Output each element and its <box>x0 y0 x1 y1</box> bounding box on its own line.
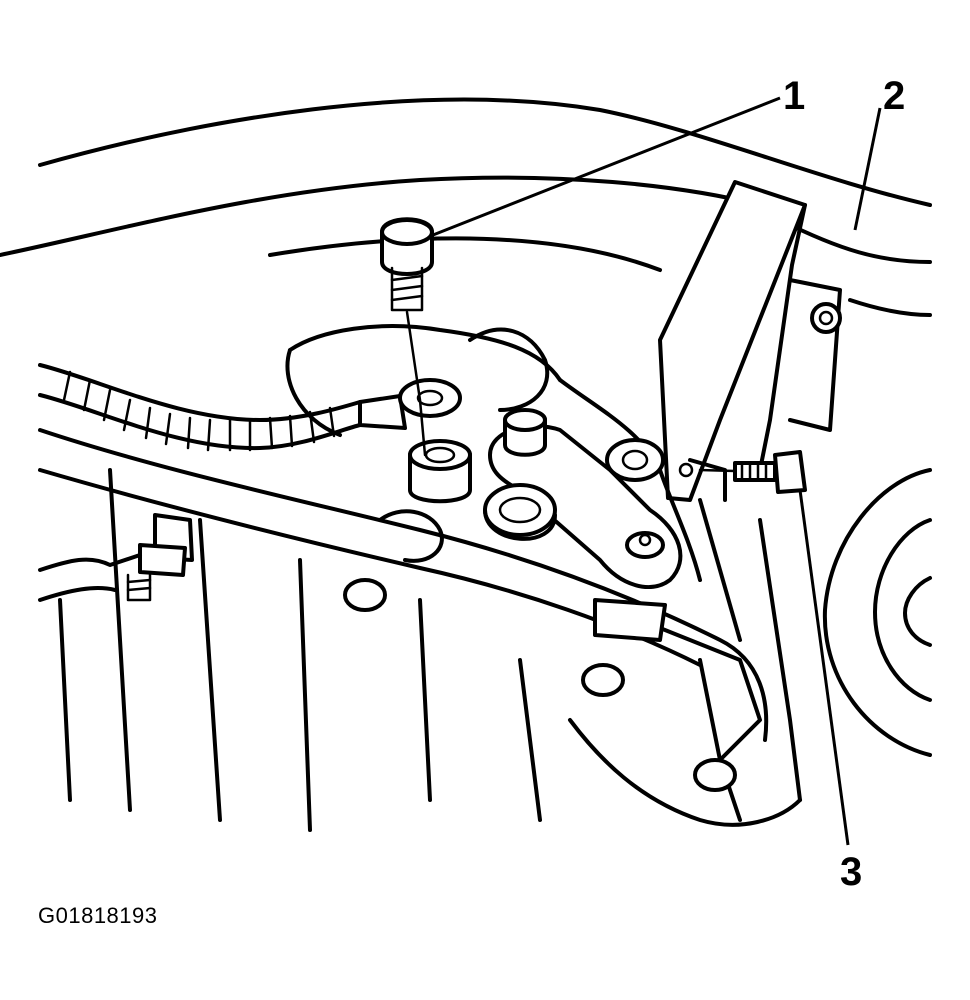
ground-terminal <box>398 378 462 418</box>
figure-id: G01818193 <box>38 903 158 928</box>
bolt-3 <box>698 450 807 494</box>
mount-bracket <box>658 180 842 502</box>
electrical-connector <box>38 513 194 602</box>
bolt-1 <box>380 217 434 457</box>
wiring-harness <box>38 363 407 452</box>
callout-3: 3 <box>840 850 863 894</box>
shift-lever <box>483 408 683 590</box>
callout-1: 1 <box>783 74 806 118</box>
callout-leaders <box>432 96 882 846</box>
callout-2: 2 <box>883 74 906 118</box>
pulley <box>822 468 932 757</box>
mounting-boss <box>408 439 472 504</box>
nut <box>605 438 665 482</box>
housing-fasteners <box>343 578 737 792</box>
